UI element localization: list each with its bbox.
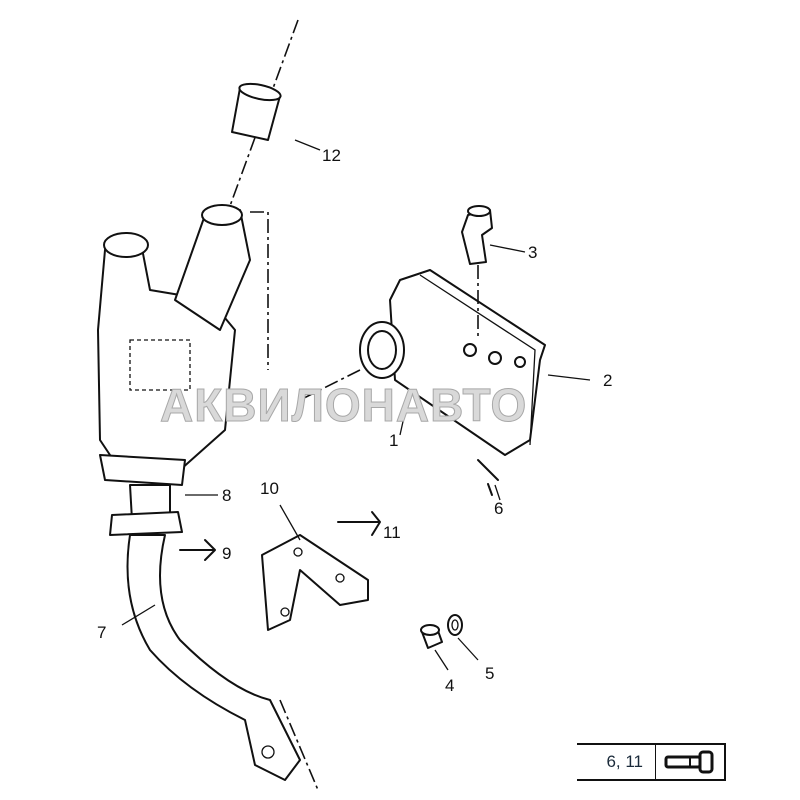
callout-9: 9	[222, 544, 232, 563]
callout-10: 10	[260, 479, 279, 498]
leader-lines	[121, 139, 591, 671]
callout-7: 7	[97, 623, 107, 642]
bolt-icon	[656, 745, 724, 779]
callout-5: 5	[485, 664, 495, 683]
axis-line-1	[299, 369, 361, 401]
callout-4: 4	[445, 676, 455, 695]
callout-2: 2	[603, 371, 613, 390]
axis-line-housing	[250, 211, 269, 370]
part-1-cooler	[359, 269, 546, 456]
pipe-hole	[261, 745, 275, 759]
part-12-sleeve	[231, 82, 282, 141]
part-housing	[97, 204, 251, 536]
callout-12: 12	[322, 146, 341, 165]
fastener-mark-6	[477, 459, 499, 496]
part-4-plug	[420, 624, 443, 649]
callout-1: 1	[389, 431, 399, 450]
watermark: АКВИЛОНАВТО	[159, 379, 528, 432]
fastener-legend: 6, 11	[577, 743, 726, 781]
part-5-washer	[447, 614, 463, 636]
callout-3: 3	[528, 243, 538, 262]
fastener-mark-9	[179, 539, 216, 561]
callout-8: 8	[222, 486, 232, 505]
legend-text: 6, 11	[577, 745, 656, 779]
callout-6: 6	[494, 499, 504, 518]
part-7-pipe	[126, 534, 301, 781]
part-10-bracket	[261, 534, 369, 631]
fastener-mark-11	[337, 511, 381, 536]
callout-11: 11	[383, 523, 401, 542]
part-3-fitting	[461, 205, 493, 265]
axis-line-bottom	[279, 699, 319, 791]
